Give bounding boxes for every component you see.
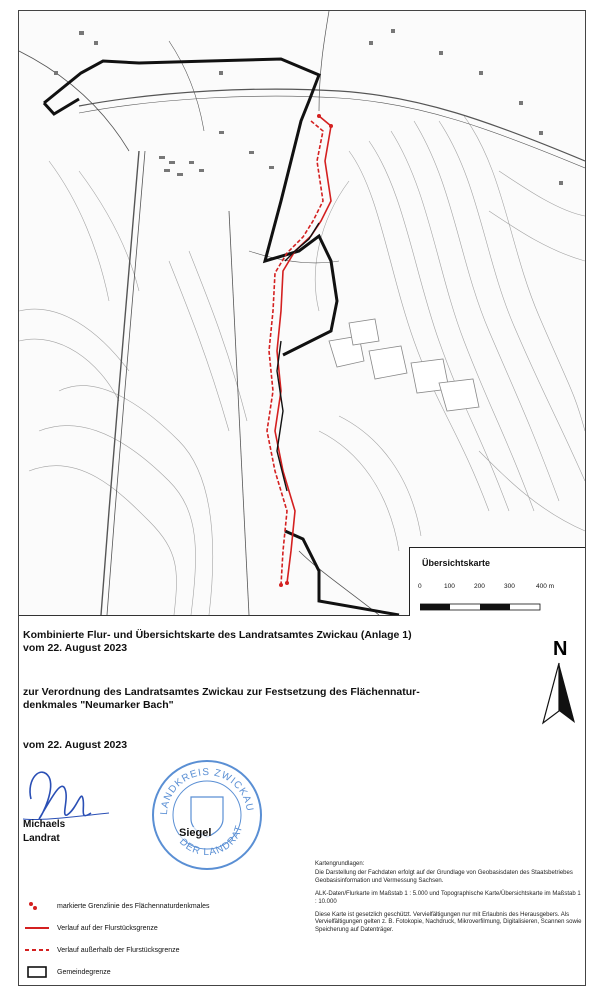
overview-map-box: Übersichtskarte 0 100 200 300 400 m <box>409 547 585 616</box>
map-notes: Kartengrundlagen: Die Darstellung der Fa… <box>315 861 583 940</box>
seal-label: Siegel <box>179 827 212 839</box>
legend-label: Verlauf auf der Flurstücksgrenze <box>57 924 158 932</box>
scale-bar <box>420 603 541 611</box>
signer-name: Michaels <box>23 819 66 830</box>
scale-label-300: 300 <box>504 583 515 590</box>
subtitle-line-2: denkmales "Neumarker Bach" <box>23 699 174 711</box>
signer-role: Landrat <box>23 833 60 844</box>
legend-item-red-solid: Verlauf auf der Flurstücksgrenze <box>25 917 315 939</box>
notes-paragraph-3: Diese Karte ist gesetzlich geschützt. Ve… <box>315 912 582 933</box>
topographic-map: Übersichtskarte 0 100 200 300 400 m <box>19 11 585 616</box>
contour-lines <box>19 115 585 615</box>
map-sheet: Übersichtskarte 0 100 200 300 400 m Komb… <box>18 10 586 986</box>
scale-label-100: 100 <box>444 583 455 590</box>
legend-item-marker: markierte Grenzlinie des Flächennaturden… <box>25 895 315 917</box>
legend: markierte Grenzlinie des Flächennaturden… <box>25 895 315 983</box>
buildings <box>54 29 563 185</box>
monument-boundary <box>266 115 332 586</box>
roads <box>19 11 585 615</box>
overview-title: Übersichtskarte <box>422 558 491 568</box>
official-seal: LANDKREIS ZWICKAU DER LANDRAT <box>152 760 262 870</box>
notes-heading: Kartengrundlagen: <box>315 861 365 867</box>
boundary-markers <box>279 114 333 587</box>
north-label: N <box>553 638 567 660</box>
legend-label: Gemeindegrenze <box>57 968 111 976</box>
red-solid-line-icon <box>25 927 49 929</box>
map-canvas <box>19 11 585 615</box>
map-subtitle: zur Verordnung des Landratsamtes Zwickau… <box>23 686 533 712</box>
scale-label-200: 200 <box>474 583 485 590</box>
black-box-icon <box>27 966 47 978</box>
map-title: Kombinierte Flur- und Übersichtskarte de… <box>23 629 523 655</box>
legend-item-red-dashed: Verlauf außerhalb der Flurstücksgrenze <box>25 939 315 961</box>
title-date-1: vom 22. August 2023 <box>23 642 128 654</box>
subtitle-line-1: zur Verordnung des Landratsamtes Zwickau… <box>23 686 420 698</box>
legend-label: markierte Grenzlinie des Flächennaturden… <box>57 902 210 910</box>
terraces <box>328 318 480 412</box>
legend-label: Verlauf außerhalb der Flurstücksgrenze <box>57 946 180 954</box>
municipal-boundary <box>42 57 400 615</box>
north-arrow-icon: N <box>541 638 575 725</box>
title-line-1: Kombinierte Flur- und Übersichtskarte de… <box>23 629 412 641</box>
scale-label-0: 0 <box>418 583 422 590</box>
notes-paragraph-2: ALK-Daten/Flurkarte im Maßstab 1 : 5.000… <box>315 891 581 905</box>
subtitle-date: vom 22. August 2023 <box>23 739 128 751</box>
scale-label-400: 400 m <box>536 583 555 590</box>
marker-icon <box>29 902 37 910</box>
boundary-overlay <box>276 222 320 492</box>
red-dashed-line-icon <box>25 949 49 951</box>
signature <box>22 771 110 821</box>
notes-paragraph-1: Die Darstellung der Fachdaten erfolgt au… <box>315 870 573 884</box>
legend-item-municipal: Gemeindegrenze <box>25 961 315 983</box>
